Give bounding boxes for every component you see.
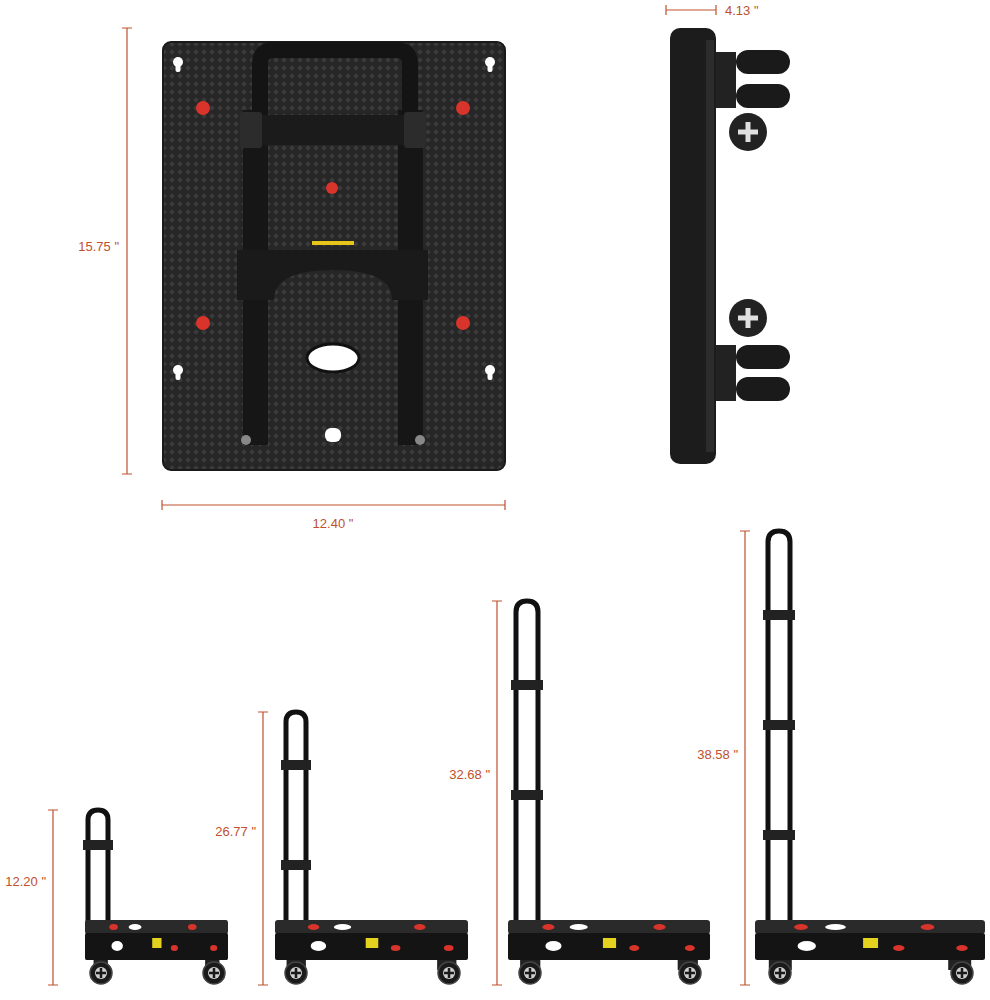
dimension-label: 15.75 ": [77, 240, 120, 255]
dimension-label: 4.13 ": [724, 4, 760, 19]
dimension-label: 26.77 ": [214, 825, 257, 840]
dimension-label: 12.40 ": [312, 517, 355, 532]
top-view: [163, 42, 505, 470]
dimension-lines: [48, 5, 750, 985]
cart-profiles: [83, 531, 985, 984]
dimension-label: 38.58 ": [696, 748, 739, 763]
dimension-label: 32.68 ": [448, 768, 491, 783]
dimension-label: 12.20 ": [4, 875, 47, 890]
side-view: [670, 28, 790, 464]
